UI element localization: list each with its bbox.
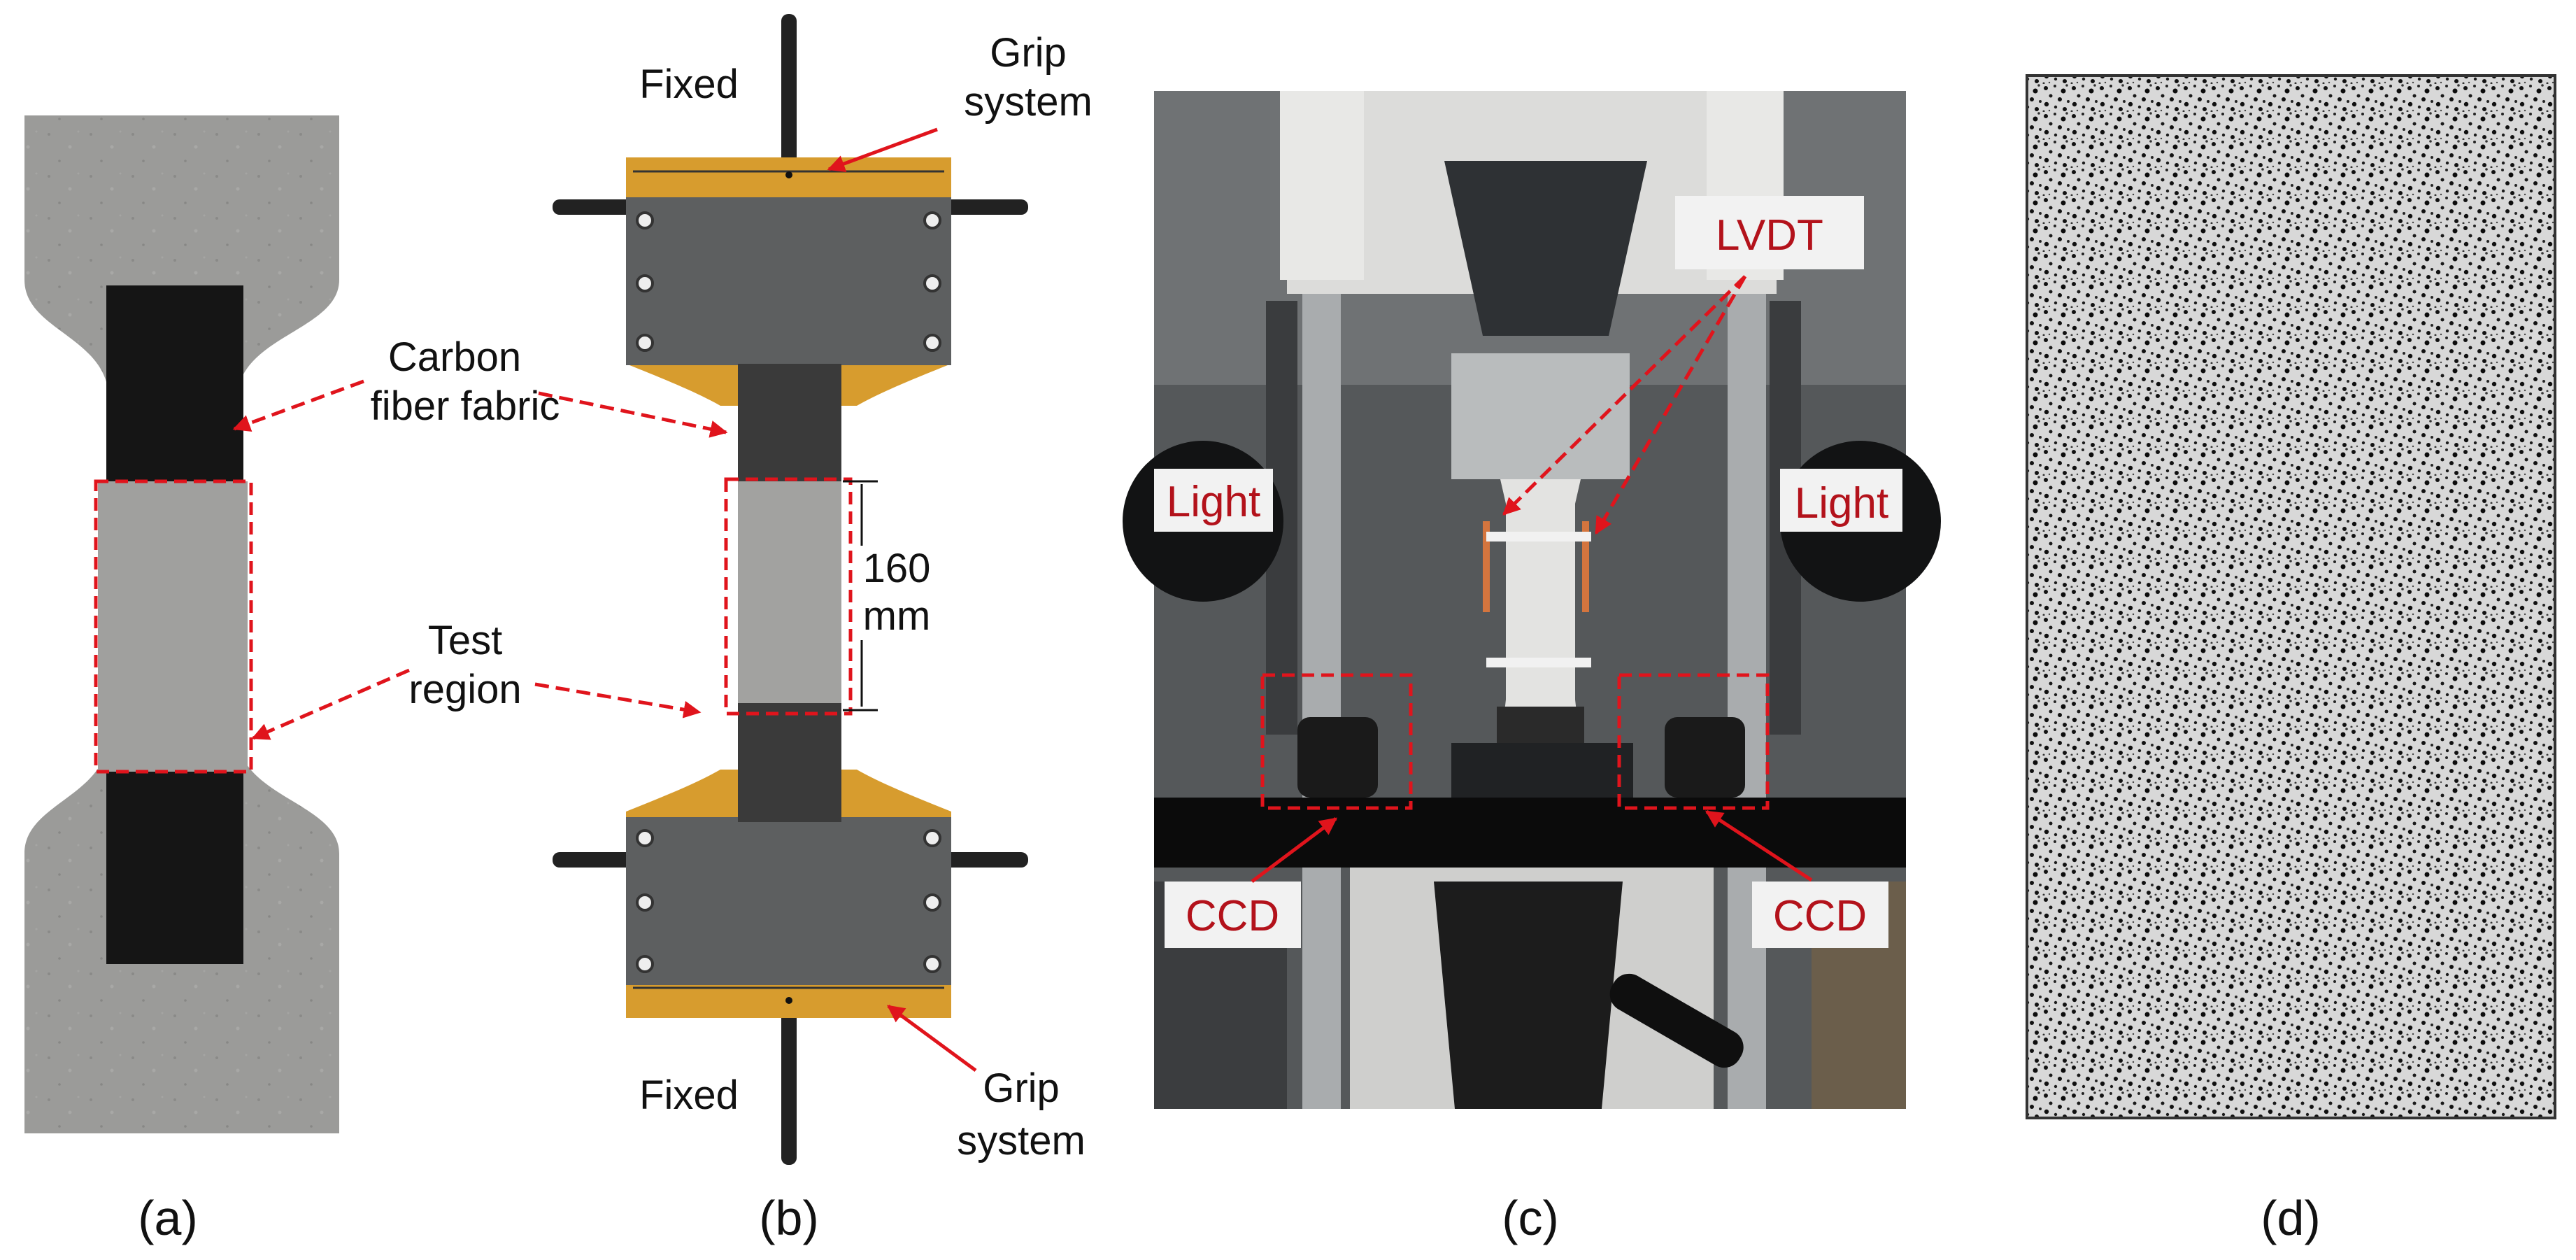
bolt: [923, 211, 941, 229]
grip-bottom-line2: system: [957, 1118, 1086, 1163]
top-vertical-rod: [781, 14, 797, 171]
grip-bottom-arrow: [886, 1004, 977, 1073]
bolt: [923, 334, 941, 352]
bottom-grip-plate: [626, 817, 951, 985]
ccd-left-label: CCD: [1186, 892, 1279, 940]
ccd-left-arrow: [1251, 817, 1337, 883]
right-ccd-camera: [1665, 717, 1745, 798]
carbon-arrow-b: [538, 391, 728, 438]
bolt: [636, 955, 654, 973]
bolt: [923, 893, 941, 912]
fixed-bottom-label: Fixed: [639, 1073, 739, 1118]
carbon-label-line1: Carbon: [388, 334, 521, 380]
caption-d: (d): [2261, 1191, 2321, 1245]
light-right-label-bg: [1780, 469, 1902, 532]
top-center-pin: [785, 171, 792, 178]
light-right-label: Light: [1795, 479, 1888, 528]
test-label-line2: region: [408, 667, 521, 712]
panel-d-speckle-pattern: [2026, 74, 2556, 1119]
bolt: [636, 211, 654, 229]
left-ccd-camera: [1297, 717, 1378, 798]
panel-b-grip-diagram: [553, 14, 1028, 1165]
bolt: [636, 829, 654, 847]
grip-top-line2: system: [964, 79, 1093, 125]
tripod-head: [1434, 882, 1623, 1109]
speckle-border: [2026, 74, 2556, 1119]
left-column: [1302, 294, 1341, 1109]
ccd-right-label-bg: [1752, 882, 1888, 948]
lvdt-left-sensor: [1483, 521, 1490, 612]
grip-bottom-line1: Grip: [983, 1066, 1060, 1111]
ccd-right-arrow: [1705, 809, 1813, 882]
test-label-line1: Test: [428, 618, 502, 663]
bolt: [636, 274, 654, 292]
test-region-b: [738, 481, 841, 705]
tripod-handle: [1609, 973, 1744, 1068]
fixed-top-label: Fixed: [639, 62, 739, 107]
upper-grip-block: [1451, 353, 1630, 479]
test-region-box-b: [724, 477, 853, 716]
ccd-left-box: [1260, 673, 1413, 810]
test-arrow-a: [251, 668, 410, 740]
lvdt-arrow-left: [1502, 275, 1746, 516]
light-left-label: Light: [1167, 478, 1260, 526]
dim-unit-label: mm: [863, 593, 931, 639]
light-left-label-bg: [1154, 469, 1273, 532]
bolt: [923, 274, 941, 292]
dim-value-label: 160: [863, 546, 931, 591]
ccd-right-label: CCD: [1773, 892, 1867, 940]
panel-a-specimen: [24, 115, 339, 1133]
specimen-lower-fabric: [1497, 707, 1584, 749]
carbon-fabric-strip-b-bottom: [738, 703, 841, 822]
bottom-center-pin: [785, 997, 792, 1004]
bolt: [636, 334, 654, 352]
test-region-a: [98, 481, 248, 772]
lvdt-label: LVDT: [1716, 211, 1823, 260]
lvdt-label-bg: [1675, 196, 1864, 269]
panel-c-test-setup-photo: [1123, 91, 1941, 1109]
test-specimen: [1500, 479, 1581, 749]
lvdt-arrow-right: [1594, 275, 1747, 535]
grip-top-line1: Grip: [990, 30, 1067, 76]
specimen-clip-lower: [1486, 658, 1591, 667]
carbon-label-line2: fiber fabric: [371, 383, 560, 429]
lvdt-right-sensor: [1582, 521, 1589, 612]
upper-wedge-grip: [1444, 161, 1647, 336]
specimen-clip-upper: [1486, 532, 1591, 541]
grip-top-arrow: [827, 127, 938, 172]
carbon-fabric-strip-b-top: [738, 364, 841, 483]
top-grip-plate: [626, 197, 951, 365]
bolt: [923, 955, 941, 973]
machine-upper-left-panel: [1280, 91, 1364, 280]
bottom-vertical-rod: [781, 1007, 797, 1165]
caption-b: (b): [759, 1191, 819, 1245]
ccd-right-box: [1617, 673, 1770, 810]
bolt: [923, 829, 941, 847]
camera-rail: [1154, 798, 1906, 868]
test-region-box-a: [94, 479, 253, 774]
speckle-image: [2027, 76, 2555, 1118]
right-column: [1728, 294, 1766, 1109]
caption-a: (a): [138, 1191, 198, 1245]
bolt: [636, 893, 654, 912]
carbon-arrow-a: [232, 379, 364, 432]
caption-c: (c): [1502, 1191, 1559, 1245]
test-arrow-b: [534, 682, 702, 719]
ccd-left-label-bg: [1165, 882, 1301, 948]
